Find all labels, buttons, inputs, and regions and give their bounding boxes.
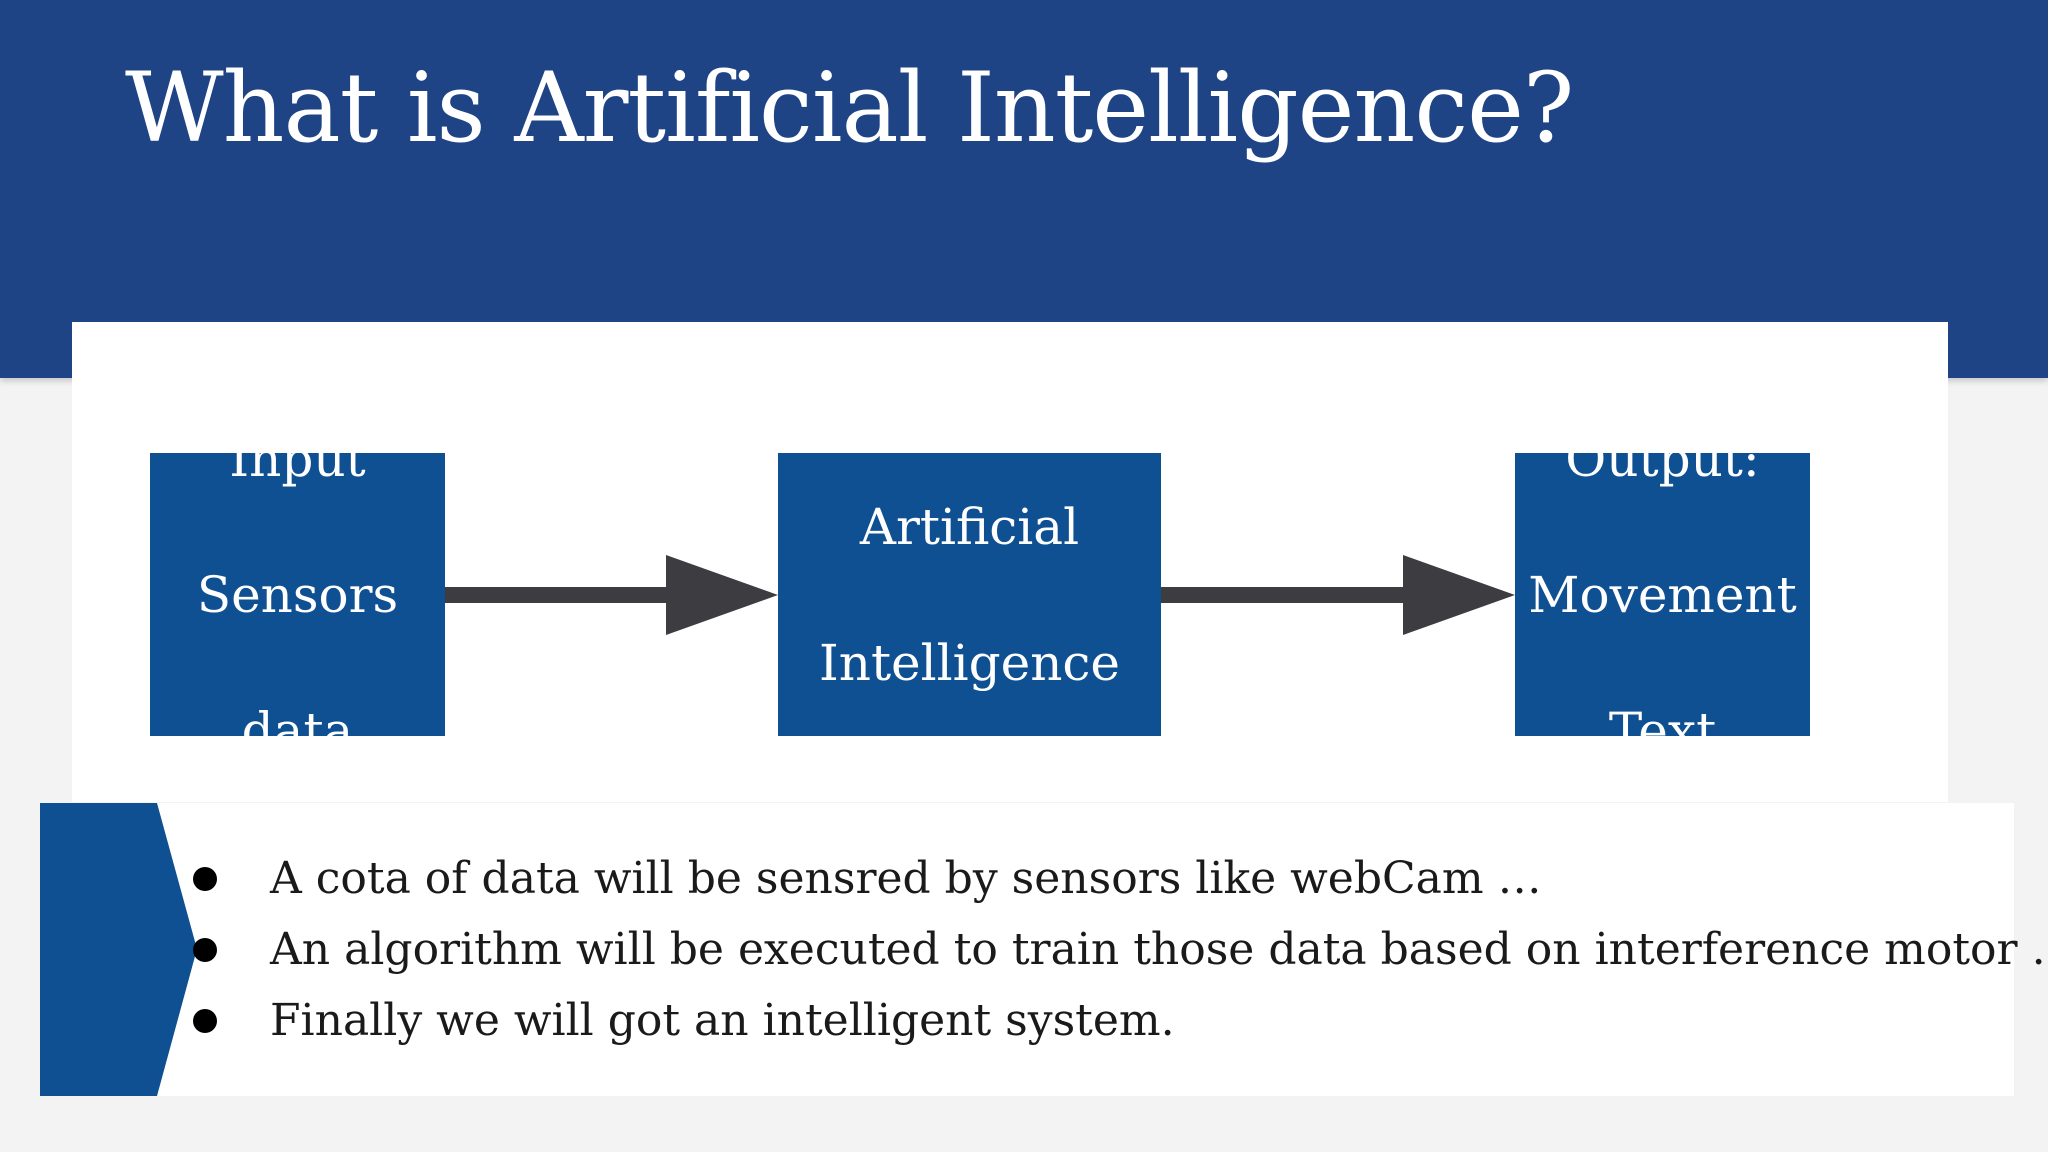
input-node-line: data (241, 701, 354, 760)
bullet-dot-icon (193, 867, 217, 891)
bullet-text: A cota of data will be sensred by sensor… (270, 853, 1542, 904)
chevron-shape (40, 803, 197, 1096)
bullet-item: An algorithm will be executed to train t… (190, 914, 2046, 985)
bullet-list: A cota of data will be sensred by sensor… (190, 843, 2046, 1056)
output-node: Output: Movement Text (1515, 430, 1810, 760)
bullets-panel (40, 803, 2014, 1096)
ai-node-line: Artificial (859, 497, 1080, 556)
bullet-text: Finally we will got an intelligent syste… (270, 995, 1175, 1046)
output-node-line: Text (1608, 701, 1717, 760)
slide-title: What is Artificial Intelligence? (125, 52, 1574, 164)
bullet-dot-icon (193, 938, 217, 962)
bullet-item: A cota of data will be sensred by sensor… (190, 843, 2046, 914)
input-node-line: Input (229, 429, 366, 488)
output-node-line: Output: (1565, 429, 1760, 488)
ai-node: Artificial Intelligence (778, 453, 1161, 736)
input-node: Input Sensors data (150, 430, 445, 760)
ai-node-line: Intelligence (818, 633, 1120, 692)
bullet-dot-icon (193, 1009, 217, 1033)
input-node-line: Sensors (196, 565, 399, 624)
title-bar: What is Artificial Intelligence? (0, 0, 2048, 378)
output-node-line: Movement (1528, 565, 1797, 624)
bullet-text: An algorithm will be executed to train t… (270, 924, 2046, 975)
bullet-item: Finally we will got an intelligent syste… (190, 985, 2046, 1056)
